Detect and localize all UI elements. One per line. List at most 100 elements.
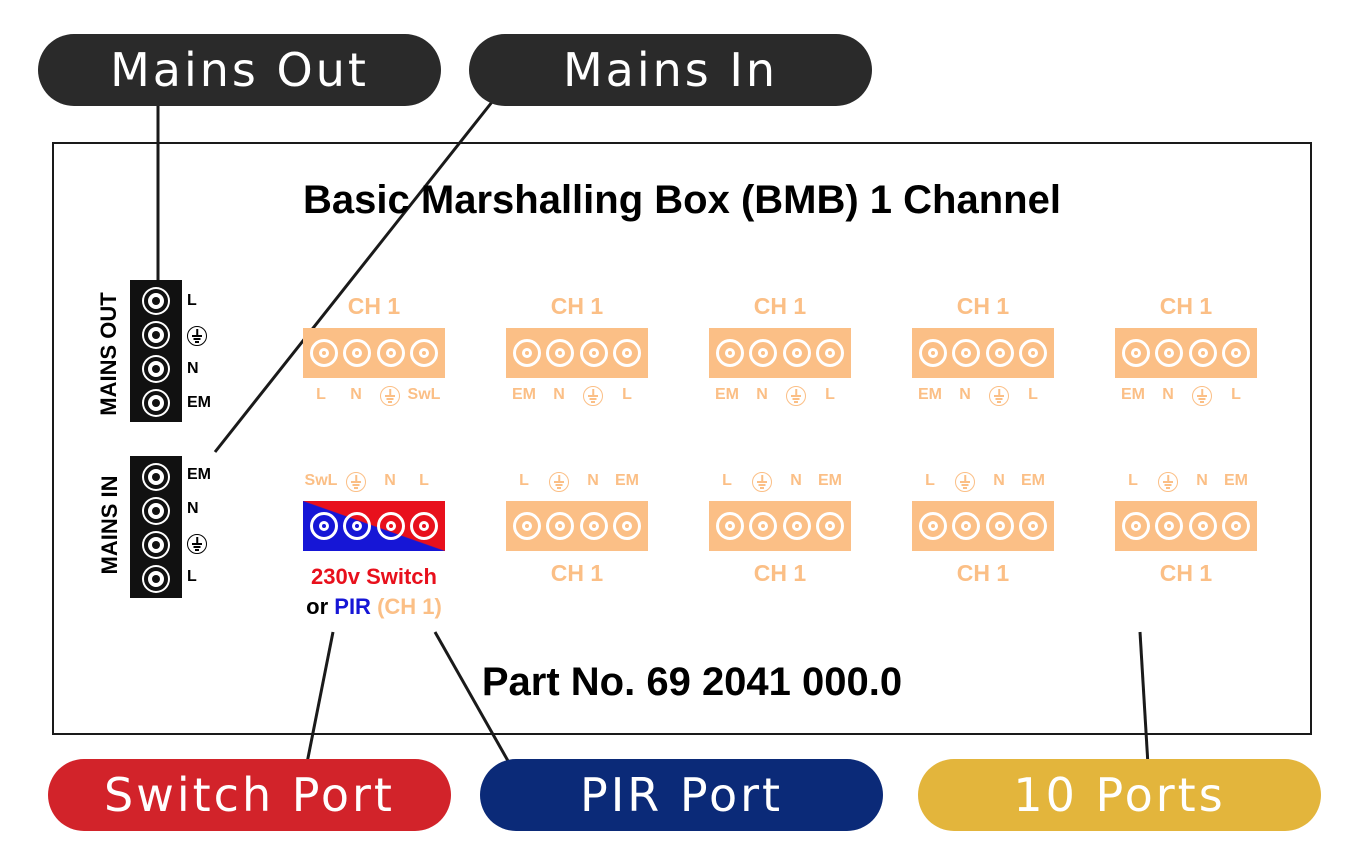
connector-hole: [715, 339, 744, 367]
terminal-label: EM: [187, 394, 211, 411]
mains-in-leader: [213, 101, 494, 453]
channel-connector: [709, 328, 851, 378]
connector-hole: [1222, 339, 1251, 367]
pin-label: N: [384, 472, 396, 489]
connector-hole: [816, 339, 845, 367]
connector-hole: [1188, 339, 1217, 367]
pin-labels: L N EM: [502, 472, 652, 494]
channel-label: CH 1: [347, 293, 401, 319]
connector-hole: [1121, 339, 1150, 367]
pin-label: N: [959, 386, 971, 403]
channel-connector: [506, 328, 648, 378]
ten-ports-leader: [1138, 631, 1150, 766]
pin-label: EM: [818, 472, 842, 489]
connector-hole: [985, 512, 1014, 540]
mains-out-callout-label: Mains Out: [110, 43, 369, 97]
box-title: Basic Marshalling Box (BMB) 1 Channel: [303, 178, 1061, 222]
switch-port-callout-label: Switch Port: [104, 768, 395, 822]
pin-label: L: [519, 472, 529, 489]
channel-connector: [303, 328, 445, 378]
mains-out-screw: [144, 391, 168, 415]
pin-label: EM: [1224, 472, 1248, 489]
pin-label: [336, 472, 376, 492]
pin-label: L: [419, 472, 429, 489]
channel-connector: [912, 501, 1054, 551]
pin-label: [1182, 386, 1222, 406]
mains-in-callout: Mains In: [469, 34, 872, 106]
earth-icon: [752, 472, 772, 492]
channel-label: CH 1: [956, 560, 1010, 586]
earth-icon: [583, 386, 603, 406]
connector-hole: [376, 512, 405, 540]
connector-hole: [749, 339, 778, 367]
earth-icon: [989, 386, 1009, 406]
connector-hole: [1121, 512, 1150, 540]
pin-label: L: [925, 472, 935, 489]
connector-hole: [512, 339, 541, 367]
channel-connector: [912, 328, 1054, 378]
connector-hole: [343, 339, 372, 367]
switch-caption-line1: 230v Switch: [311, 564, 437, 589]
mains-in-screw: [144, 499, 168, 523]
terminal-label: [187, 326, 217, 346]
connector-hole: [309, 339, 338, 367]
pin-label: [1148, 472, 1188, 492]
pin-label: EM: [1021, 472, 1045, 489]
ten-ports-callout: 10 Ports: [918, 759, 1321, 831]
connector-hole: [343, 512, 372, 540]
channel-label: CH 1: [1159, 560, 1213, 586]
pin-label: EM: [715, 386, 739, 403]
pin-label: N: [1162, 386, 1174, 403]
pin-label: N: [790, 472, 802, 489]
mains-out-terminal: [130, 280, 182, 422]
terminal-label: EM: [187, 466, 211, 483]
pin-label: [742, 472, 782, 492]
connector-hole: [1188, 512, 1217, 540]
mains-out-screw: [144, 357, 168, 381]
connector-hole: [546, 512, 575, 540]
mains-in-callout-label: Mains In: [562, 43, 779, 97]
connector-hole: [952, 339, 981, 367]
pin-label: [539, 472, 579, 492]
connector-hole: [410, 339, 439, 367]
connector-hole: [376, 339, 405, 367]
pir-port-leader: [433, 631, 514, 769]
connector-hole: [952, 512, 981, 540]
connector-hole: [816, 512, 845, 540]
earth-icon: [1192, 386, 1212, 406]
connector-hole: [410, 512, 439, 540]
terminal-label: L: [187, 292, 197, 309]
part-number: Part No. 69 2041 000.0: [481, 660, 903, 704]
terminal-label: N: [187, 500, 199, 517]
pin-labels: SwL N L: [299, 472, 449, 494]
pin-labels: L N EM: [908, 472, 1058, 494]
pin-label: N: [587, 472, 599, 489]
channel-label: CH 1: [1159, 293, 1213, 319]
pin-label: L: [825, 386, 835, 403]
pir-port-callout-label: PIR Port: [579, 768, 784, 822]
pin-label: N: [993, 472, 1005, 489]
pin-label: [945, 472, 985, 492]
switch-caption-line2: or PIR (CH 1): [282, 592, 466, 622]
connector-hole: [546, 339, 575, 367]
connector-hole: [579, 512, 608, 540]
earth-icon: [786, 386, 806, 406]
connector-hole: [918, 512, 947, 540]
mains-in-screw: [144, 533, 168, 557]
channel-label: CH 1: [550, 560, 604, 586]
pin-label: EM: [918, 386, 942, 403]
pin-label: EM: [615, 472, 639, 489]
connector-hole: [1155, 512, 1184, 540]
mains-out-label: MAINS OUT: [96, 292, 121, 416]
pin-label: L: [622, 386, 632, 403]
switch-port-callout: Switch Port: [48, 759, 451, 831]
pin-label: SwL: [304, 472, 338, 489]
earth-icon: [187, 534, 207, 554]
connector-hole: [749, 512, 778, 540]
switch-caption-pir: PIR: [334, 594, 371, 619]
